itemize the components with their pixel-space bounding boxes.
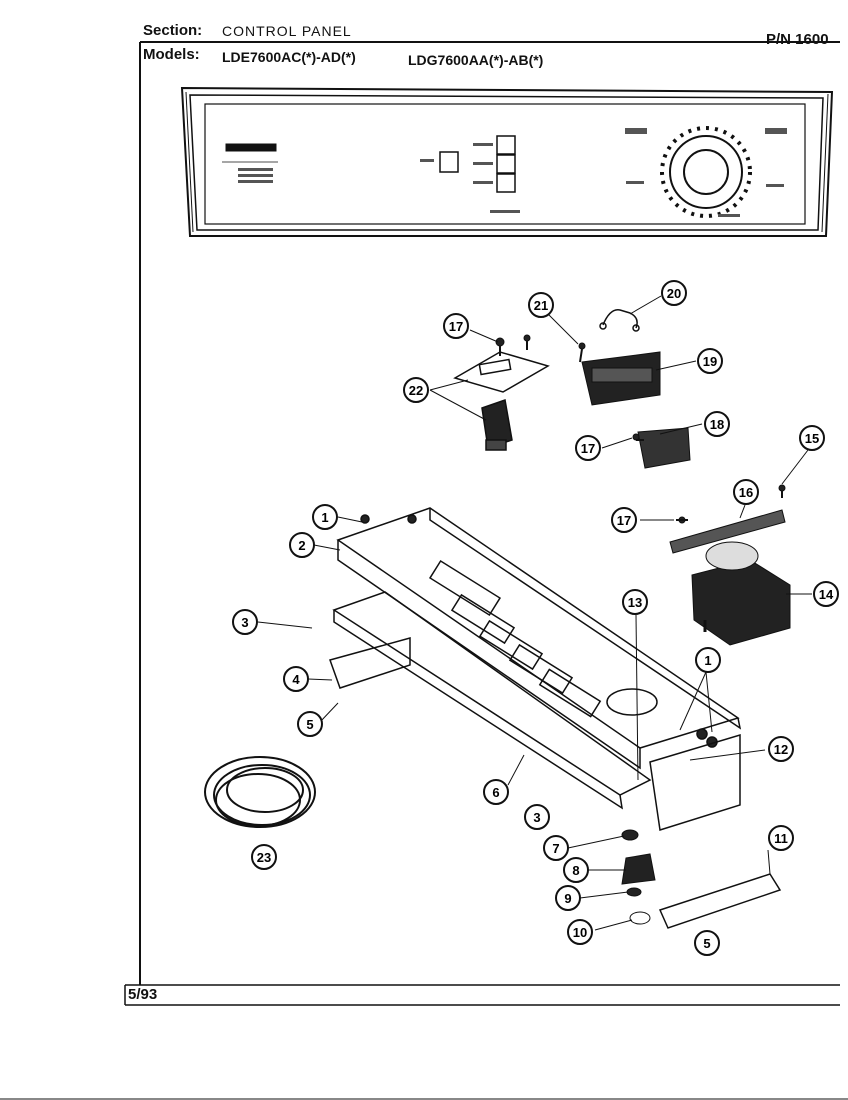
callout-7: 7 — [543, 835, 569, 861]
callout-3b: 3 — [524, 804, 550, 830]
callout-2: 2 — [289, 532, 315, 558]
callout-18: 18 — [704, 411, 730, 437]
svg-text:2: 2 — [298, 538, 305, 553]
svg-text:5: 5 — [703, 936, 710, 951]
svg-text:16: 16 — [739, 485, 753, 500]
end-cap-right — [658, 873, 782, 929]
model-number-1: LDE7600AC(*)-AD(*) — [222, 49, 356, 65]
callout-1a: 1 — [312, 504, 338, 530]
callout-11: 11 — [768, 825, 794, 851]
svg-text:11: 11 — [774, 831, 788, 846]
callout-4: 4 — [283, 666, 309, 692]
callout-8: 8 — [563, 857, 589, 883]
section-title: CONTROL PANEL — [222, 23, 352, 39]
wire-harness — [204, 756, 316, 828]
callout-17c: 17 — [443, 313, 469, 339]
callout-12: 12 — [768, 736, 794, 762]
callout-15: 15 — [799, 425, 825, 451]
svg-text:22: 22 — [409, 383, 423, 398]
callout-16: 16 — [733, 479, 759, 505]
model-number-2: LDG7600AA(*)-AB(*) — [408, 52, 544, 68]
svg-text:17: 17 — [581, 441, 595, 456]
svg-text:18: 18 — [710, 417, 724, 432]
svg-text:6: 6 — [492, 785, 499, 800]
svg-text:8: 8 — [572, 863, 579, 878]
door-switch-assembly — [453, 351, 550, 451]
knob-parts — [621, 829, 656, 925]
control-panel-console — [180, 86, 834, 237]
callout-19: 19 — [697, 348, 723, 374]
switch-assembly — [637, 427, 691, 469]
svg-text:13: 13 — [628, 595, 642, 610]
svg-text:7: 7 — [552, 841, 559, 856]
callout-20: 20 — [661, 280, 687, 306]
svg-text:17: 17 — [617, 513, 631, 528]
svg-text:17: 17 — [449, 319, 463, 334]
callout-21: 21 — [528, 292, 554, 318]
callout-14: 14 — [813, 581, 839, 607]
svg-text:14: 14 — [819, 587, 834, 602]
svg-text:1: 1 — [321, 510, 328, 525]
callout-1b: 1 — [695, 647, 721, 673]
callout-3a: 3 — [232, 609, 258, 635]
part-number: P/N 1600 — [766, 31, 829, 48]
svg-text:12: 12 — [774, 742, 788, 757]
buzzer-assembly — [581, 351, 661, 406]
callout-23: 23 — [251, 844, 277, 870]
callout-17a: 17 — [611, 507, 637, 533]
page-frame — [0, 41, 848, 1100]
svg-text:4: 4 — [292, 672, 300, 687]
rear-panel — [329, 591, 741, 831]
svg-text:1: 1 — [704, 653, 711, 668]
svg-text:10: 10 — [573, 925, 587, 940]
svg-text:3: 3 — [533, 810, 540, 825]
callout-5b: 5 — [694, 930, 720, 956]
svg-text:23: 23 — [257, 850, 271, 865]
revision-date: 5/93 — [128, 986, 158, 1003]
leader-lines — [257, 295, 812, 931]
timer-assembly — [669, 509, 791, 646]
svg-text:3: 3 — [241, 615, 248, 630]
section-label: Section: — [143, 22, 203, 39]
callout-9: 9 — [555, 885, 581, 911]
screws-upper — [495, 334, 786, 524]
svg-text:9: 9 — [564, 891, 571, 906]
svg-text:5: 5 — [306, 717, 313, 732]
harness-jumper — [599, 309, 640, 332]
svg-text:21: 21 — [534, 298, 548, 313]
callout-22: 22 — [403, 377, 429, 403]
callout-6: 6 — [483, 779, 509, 805]
svg-text:15: 15 — [805, 431, 819, 446]
models-label: Models: — [143, 46, 200, 63]
callout-5a: 5 — [297, 711, 323, 737]
callout-17b: 17 — [575, 435, 601, 461]
svg-text:19: 19 — [703, 354, 717, 369]
svg-text:20: 20 — [667, 286, 681, 301]
callout-13: 13 — [622, 589, 648, 615]
callout-10: 10 — [567, 919, 593, 945]
